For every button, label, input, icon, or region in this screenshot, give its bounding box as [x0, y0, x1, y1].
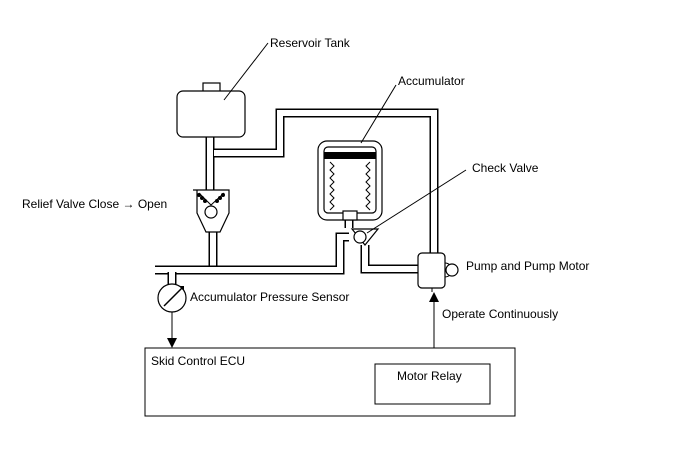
check-valve-leader-line: [366, 169, 467, 234]
pressure-sensor-label: Accumulator Pressure Sensor: [190, 290, 349, 304]
check-valve: [350, 228, 380, 246]
ecu-label: Skid Control ECU: [151, 354, 245, 368]
pressure-sensor: [157, 283, 187, 348]
check-valve-label: Check Valve: [472, 161, 539, 175]
relief-valve: [193, 189, 230, 233]
reservoir-tank: [176, 82, 246, 138]
reservoir-leader-line: [223, 42, 269, 101]
pump-motor-label: Pump and Pump Motor: [466, 259, 589, 273]
accumulator-label: Accumulator: [398, 74, 465, 88]
motor-relay: [374, 363, 491, 405]
accumulator-leader-line: [360, 84, 397, 144]
accumulator: [317, 140, 383, 221]
relief-valve-label: Relief Valve Close → Open: [22, 197, 167, 211]
motor-relay-label: Motor Relay: [397, 369, 462, 383]
reservoir-tank-label: Reservoir Tank: [270, 36, 351, 50]
pump-motor: [417, 252, 459, 292]
operate-label: Operate Continuously: [442, 307, 558, 321]
